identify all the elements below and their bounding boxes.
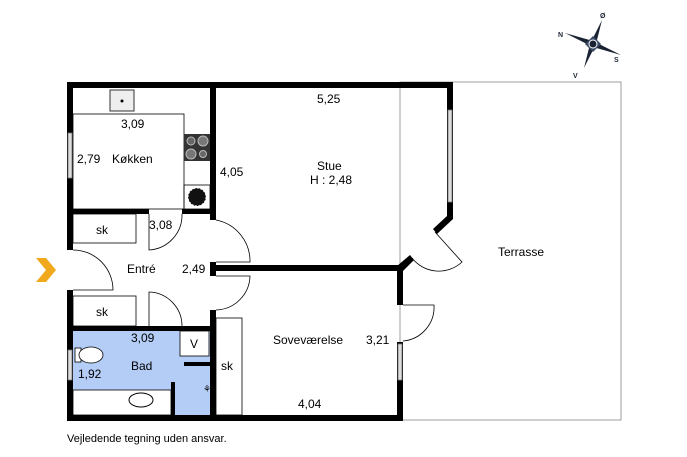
kitchen-name: Køkken — [112, 152, 153, 166]
living-name: Stue — [317, 159, 342, 173]
kitchen-window — [67, 132, 73, 179]
closet-3 — [215, 317, 243, 416]
compass-w: V — [573, 73, 578, 80]
entrance-arrow-icon — [36, 258, 56, 282]
bedroom-window — [397, 343, 403, 381]
terrace-name: Terrasse — [498, 245, 544, 259]
closet-label-1: sk — [96, 223, 109, 237]
entrance-depth: 2,49 — [182, 262, 206, 276]
compass-icon: N Ø S V — [558, 13, 621, 80]
entrance-width: 3,08 — [149, 218, 173, 232]
compass-e: Ø — [600, 13, 606, 20]
doors[interactable] — [72, 213, 463, 342]
living-height: H : 2,48 — [310, 173, 352, 187]
shower-icon: ⚘ — [203, 384, 211, 394]
bath-name: Bad — [131, 359, 152, 373]
bath-width: 3,09 — [131, 331, 155, 345]
disclaimer: Vejledende tegning uden ansvar. — [67, 433, 227, 445]
compass-n: N — [558, 32, 563, 39]
closet-label-3: sk — [221, 359, 234, 373]
compass-s: S — [614, 57, 619, 64]
fan-icon — [187, 187, 207, 207]
washbasin-icon — [128, 392, 154, 408]
bath-floor — [73, 330, 213, 415]
bedroom-width: 4,04 — [298, 397, 322, 411]
kitchen-depth: 2,79 — [77, 152, 101, 166]
closet-1 — [72, 213, 137, 244]
closet-2 — [72, 295, 137, 327]
living-width: 5,25 — [317, 92, 341, 106]
utility-label: V — [190, 337, 198, 351]
kitchen-width: 3,09 — [121, 117, 145, 131]
toilet-icon — [74, 346, 104, 364]
bath-depth: 1,92 — [78, 367, 102, 381]
bedroom-name: Soveværelse — [273, 333, 343, 347]
living-window — [447, 109, 453, 203]
closet-label-2: sk — [96, 305, 109, 319]
terrace-area — [399, 81, 622, 421]
appliance-box — [183, 184, 211, 210]
bath-window — [67, 349, 73, 381]
utility-box — [179, 330, 210, 357]
stove-icon — [184, 134, 210, 161]
living-depth: 4,05 — [220, 165, 244, 179]
bedroom-depth: 3,21 — [366, 333, 390, 347]
kitchen-counter-outline — [72, 113, 185, 210]
entrance-name: Entré — [127, 262, 156, 276]
